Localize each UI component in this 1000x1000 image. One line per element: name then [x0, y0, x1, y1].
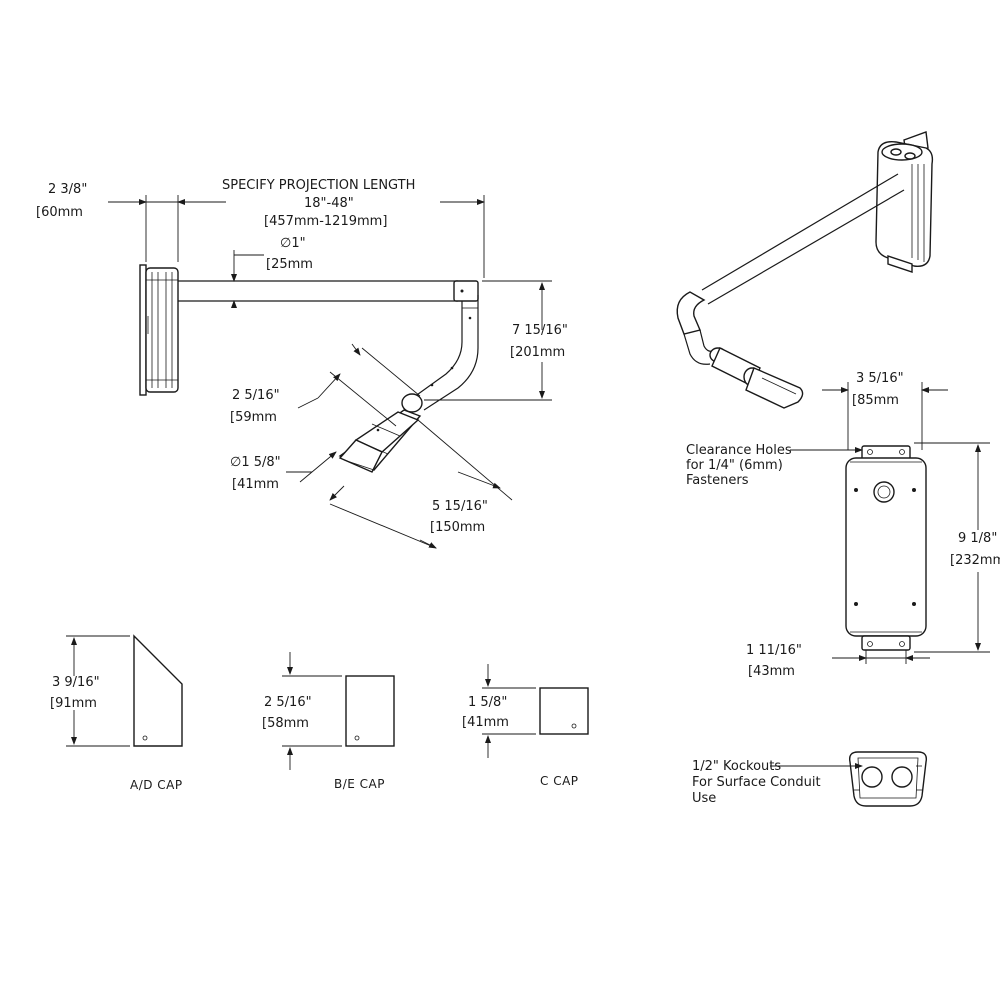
box-width-in: 3 5/16"	[856, 371, 904, 386]
drop-in: 7 15/16"	[512, 323, 568, 338]
projection-range-in: 18"-48"	[304, 196, 354, 211]
c-cap-label: C CAP	[540, 774, 579, 788]
box-height-mm: [232mm	[950, 553, 1000, 568]
arm-dia-mm: [25mm	[266, 257, 313, 272]
dim-tab-width: 1 11/16" [43mm	[746, 643, 930, 679]
dim-head-offset: 2 5/16" [59mm	[230, 343, 421, 427]
isometric-view	[676, 131, 934, 409]
drop-mm: [201mm	[510, 345, 565, 360]
dim-backplate-depth-mm: [60mm	[36, 205, 83, 220]
be-cap-height-in: 2 5/16"	[264, 695, 312, 710]
box-height-in: 9 1/8"	[958, 531, 997, 546]
tab-width-in: 1 11/16"	[746, 643, 802, 658]
projection-range-mm: [457mm-1219mm]	[264, 214, 387, 229]
dim-box-height: 9 1/8" [232mm	[914, 442, 1000, 653]
be-cap-label: B/E CAP	[334, 777, 385, 791]
c-cap-height-in: 1 5/8"	[468, 695, 507, 710]
luminaire-head	[338, 393, 423, 473]
clearance-note-line1: Clearance Holes	[686, 443, 792, 458]
projection-arm	[178, 280, 479, 411]
iso-mount-box	[875, 131, 934, 273]
top-view: 1/2" Kockouts For Surface Conduit Use	[692, 751, 928, 807]
dim-projection: SPECIFY PROJECTION LENGTH 18"-48" [457mm…	[184, 178, 485, 278]
head-len-in: 5 15/16"	[432, 499, 488, 514]
iso-arm	[676, 173, 905, 409]
be-cap: 2 5/16" [58mm B/E CAP	[262, 652, 395, 791]
front-box	[845, 445, 927, 651]
ad-cap-height-mm: [91mm	[50, 696, 97, 711]
be-cap-height-mm: [58mm	[262, 716, 309, 731]
dim-head-length: 5 15/16" [150mm	[329, 419, 513, 549]
kockouts-line1: 1/2" Kockouts	[692, 759, 781, 774]
head-len-mm: [150mm	[430, 520, 485, 535]
dim-backplate-depth: 2 3/8" [60mm	[36, 182, 216, 262]
side-view: 2 3/8" [60mm SPECIFY PROJECTION LENGTH 1…	[36, 178, 568, 549]
dim-box-width: 3 5/16" [85mm	[822, 371, 948, 450]
kockouts-line2: For Surface Conduit	[692, 775, 821, 790]
ad-cap-height-in: 3 9/16"	[52, 675, 100, 690]
dim-head-diameter: ∅1 5/8" [41mm	[230, 451, 345, 501]
c-cap-height-mm: [41mm	[462, 715, 509, 730]
head-dia-mm: [41mm	[232, 477, 279, 492]
clearance-note-line3: Fasteners	[686, 473, 749, 488]
dim-arm-diameter: ∅1" [25mm	[231, 236, 313, 308]
projection-heading: SPECIFY PROJECTION LENGTH	[222, 178, 415, 193]
kockouts-line3: Use	[692, 791, 716, 806]
clearance-note-line2: for 1/4" (6mm)	[686, 458, 783, 473]
c-cap: 1 5/8" [41mm C CAP	[462, 664, 589, 788]
front-view: 3 5/16" [85mm Clearance Holes for 1/4" (…	[686, 371, 1000, 679]
wall-mount-box	[139, 264, 179, 396]
head-dia-in: ∅1 5/8"	[230, 455, 281, 470]
head-offset-in: 2 5/16"	[232, 388, 280, 403]
ad-cap: 3 9/16" [91mm A/D CAP	[50, 634, 183, 792]
dim-drop: 7 15/16" [201mm	[424, 280, 568, 401]
arm-dia-in: ∅1"	[280, 236, 306, 251]
head-offset-mm: [59mm	[230, 410, 277, 425]
dim-backplate-depth-in: 2 3/8"	[48, 182, 87, 197]
box-width-mm: [85mm	[852, 393, 899, 408]
clearance-note: Clearance Holes for 1/4" (6mm) Fasteners	[686, 443, 863, 488]
ad-cap-label: A/D CAP	[130, 778, 183, 792]
tab-width-mm: [43mm	[748, 664, 795, 679]
